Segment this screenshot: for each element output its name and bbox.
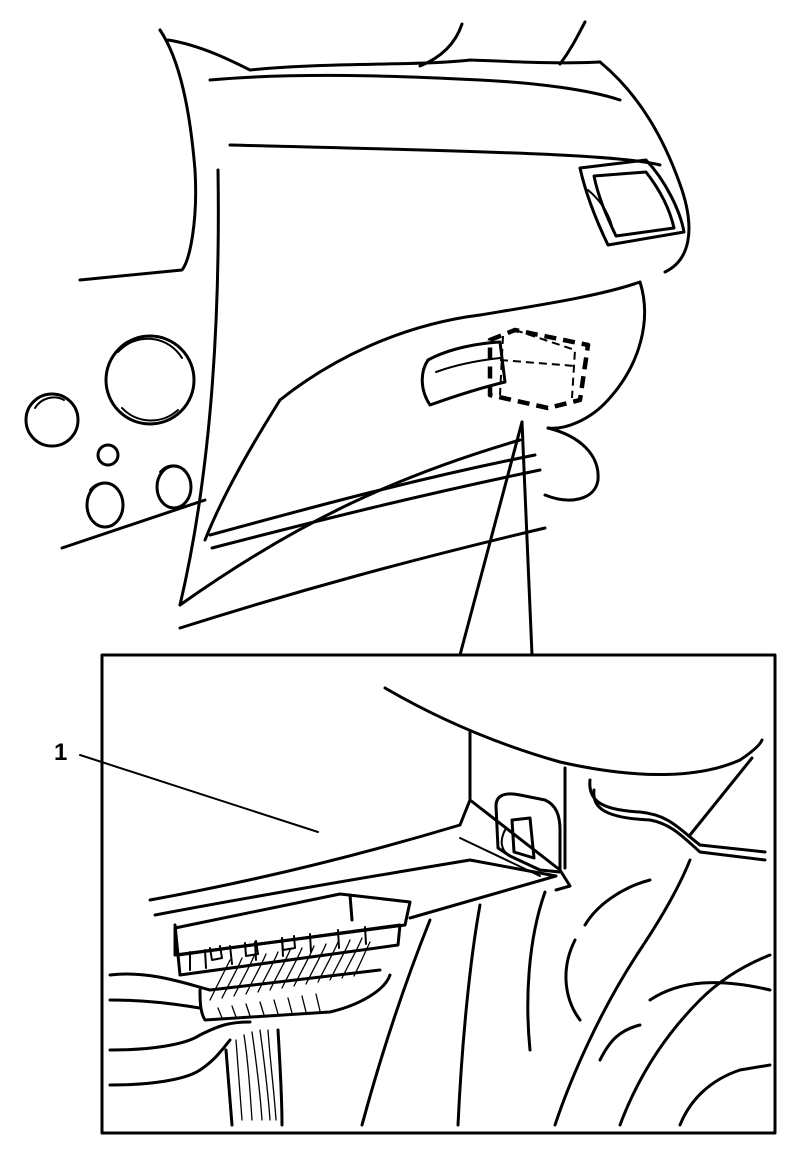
dashboard-overview	[24, 20, 691, 657]
callout-label-1: 1	[54, 739, 67, 766]
callout-1: 1	[54, 739, 319, 833]
detail-inset	[100, 653, 777, 1135]
callout-leader-line	[79, 754, 319, 833]
